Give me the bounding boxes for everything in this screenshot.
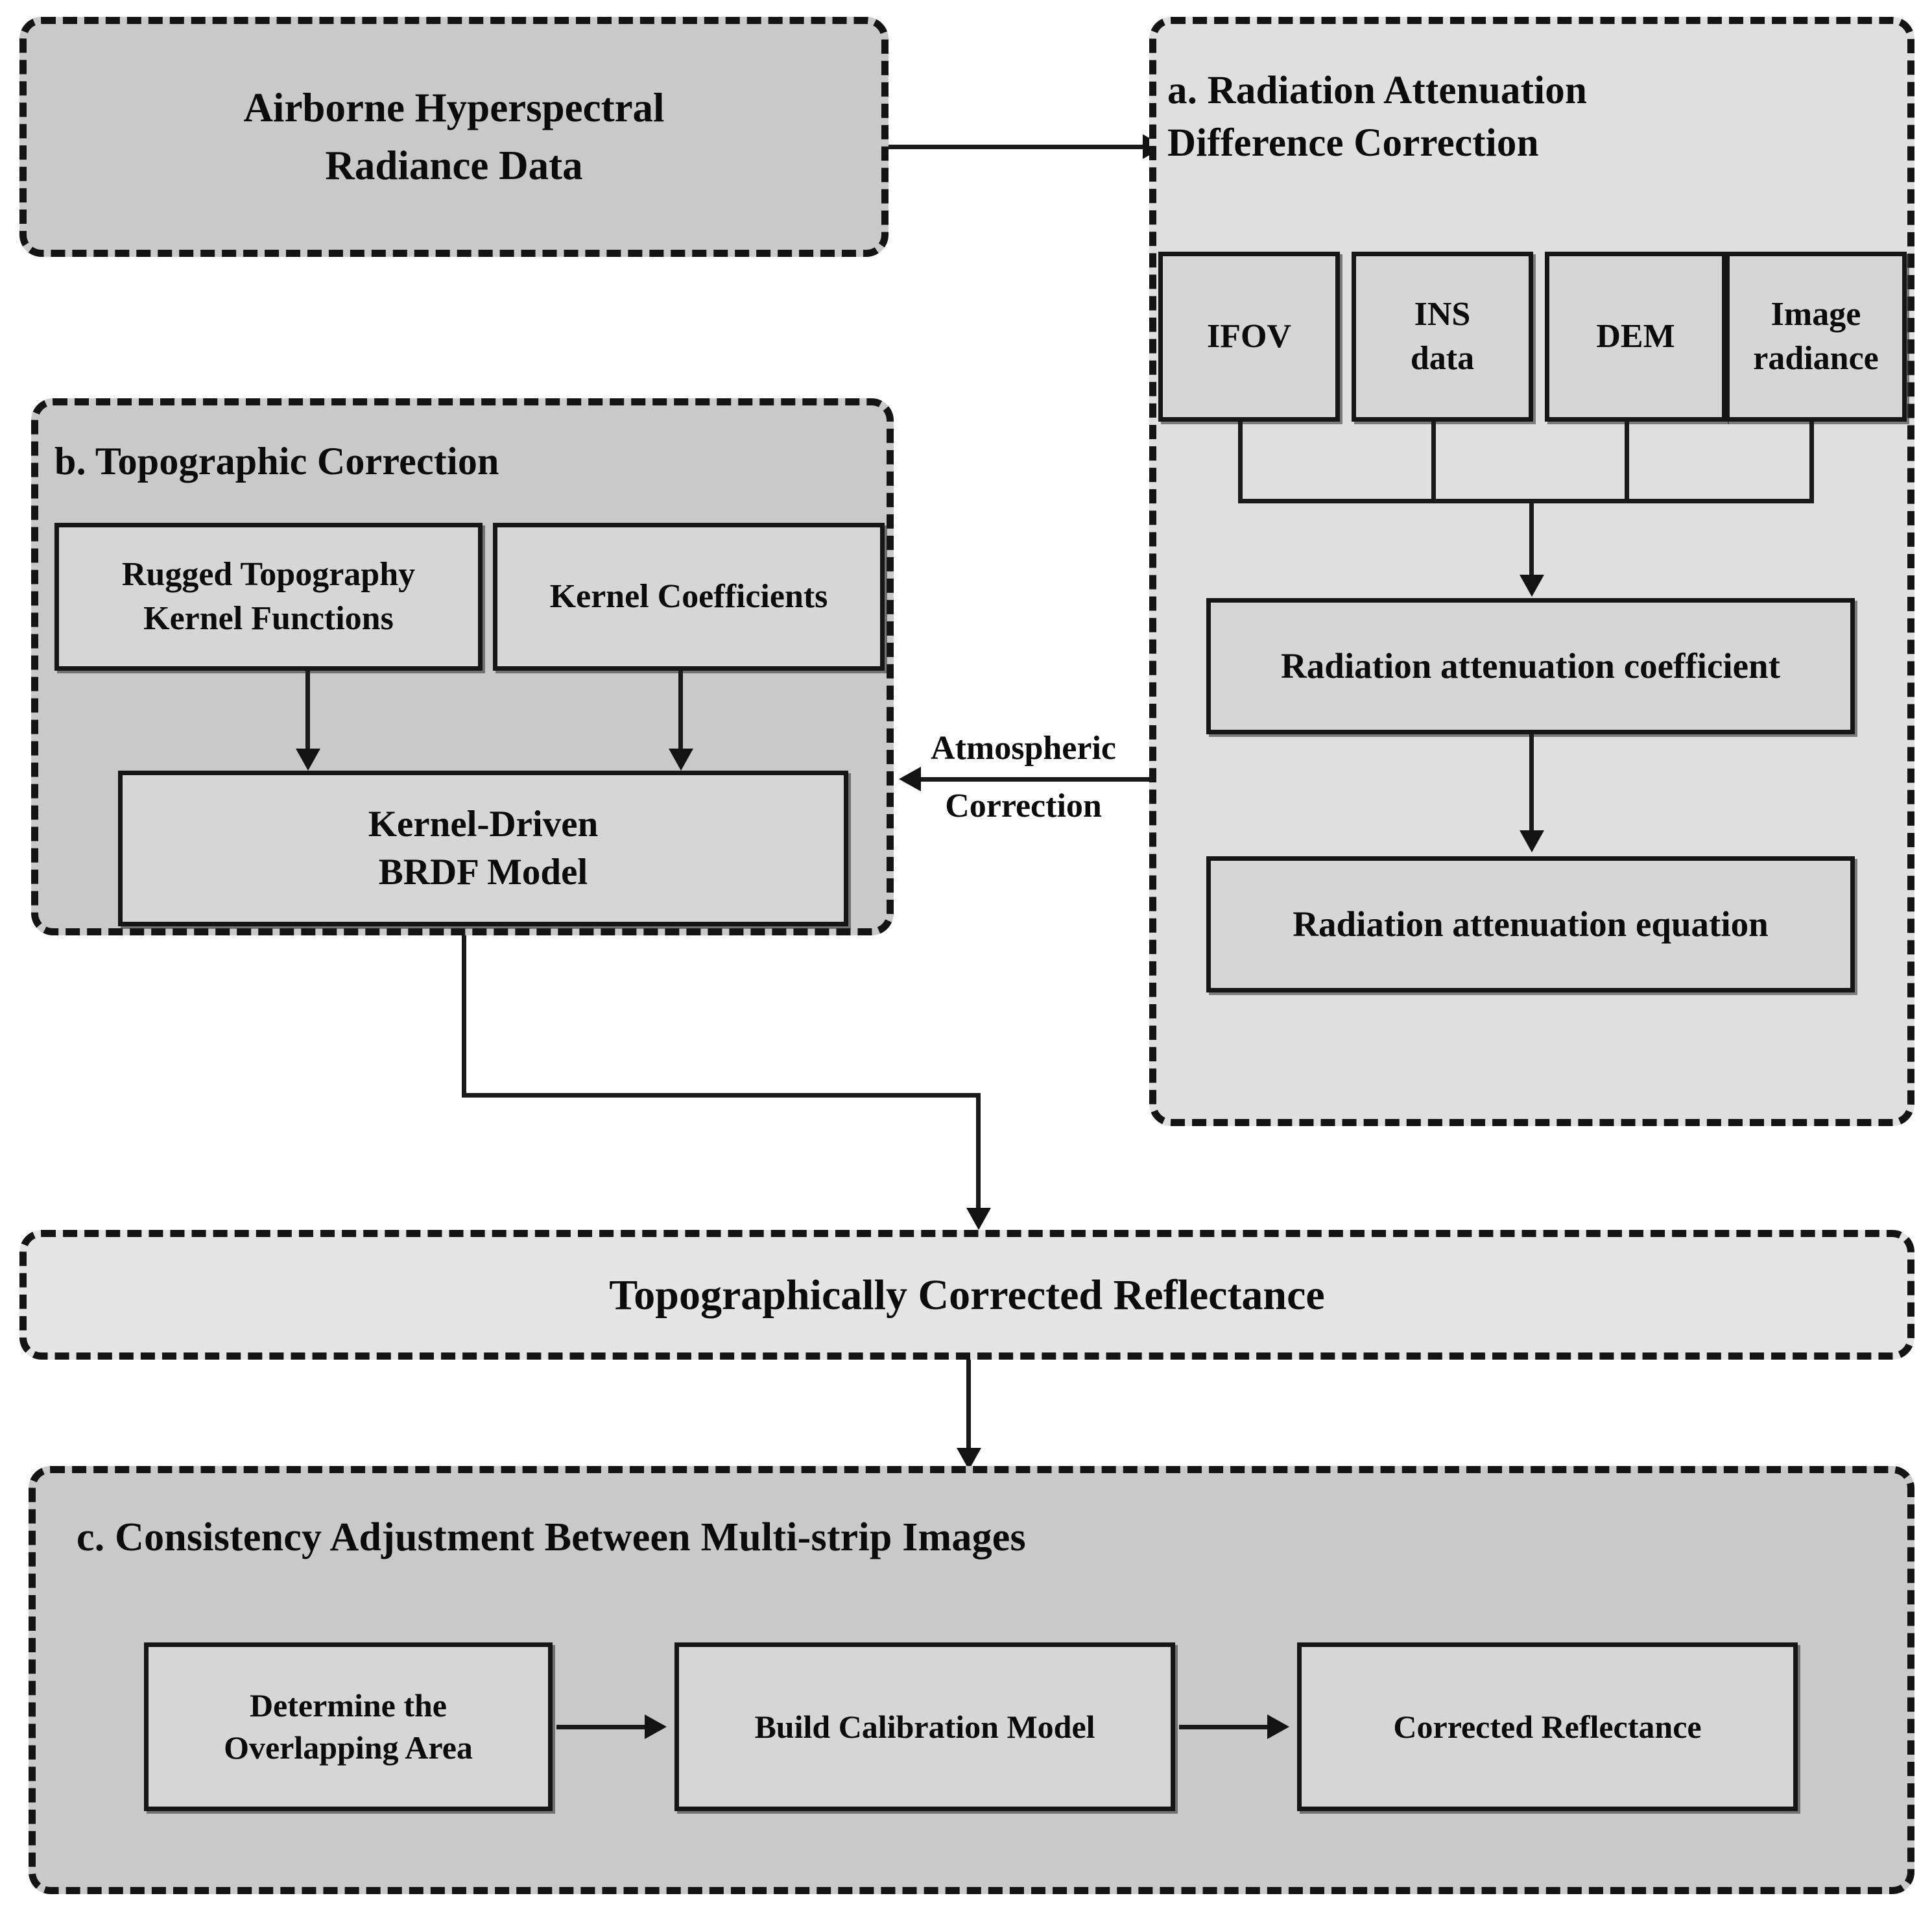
box-rugged-topography-kernel-functions: Rugged Topography Kernel Functions — [54, 523, 483, 671]
panel-a-title-line2: Difference Correction — [1167, 121, 1539, 165]
box-ifov-label: IFOV — [1207, 318, 1291, 355]
edge-label-atmospheric-correction-line2: Correction — [945, 787, 1102, 825]
box-image-radiance: Image radiance — [1725, 252, 1907, 422]
input-label-line2: Radiance Data — [325, 143, 583, 188]
panel-a-title-line1: a. Radiation Attenuation — [1167, 69, 1588, 112]
edge-rugged-to-brdf — [305, 671, 310, 756]
box-dem: DEM — [1545, 252, 1726, 422]
edge-coefficient-to-equation — [1529, 734, 1534, 838]
box-radiation-attenuation-coefficient-label: Radiation attenuation coefficient — [1281, 646, 1780, 686]
box-build-calibration-model-label: Build Calibration Model — [754, 1708, 1095, 1745]
edge-image-radiance-stub — [1809, 422, 1814, 503]
edge-atmospheric-correction-line — [921, 777, 1151, 782]
box-kernel-driven-brdf-model: Kernel-Driven BRDF Model — [118, 771, 848, 926]
box-ins-data-line1: INS — [1414, 296, 1471, 333]
edge-panel-b-to-banner-arrowhead — [966, 1208, 991, 1230]
box-rugged-topography-line1: Rugged Topography — [121, 556, 416, 594]
box-kernel-coefficients: Kernel Coefficients — [493, 523, 885, 671]
edge-dem-stub — [1625, 422, 1629, 503]
panel-a-title: a. Radiation Attenuation Difference Corr… — [1167, 65, 1855, 169]
box-dem-label: DEM — [1596, 318, 1675, 355]
edge-panel-a-merge-down — [1529, 499, 1534, 579]
node-airborne-hyperspectral-radiance-data: Airborne Hyperspectral Radiance Data — [19, 17, 888, 257]
box-rugged-topography-line2: Kernel Functions — [143, 600, 394, 637]
box-radiation-attenuation-equation: Radiation attenuation equation — [1206, 856, 1855, 992]
box-build-calibration-model: Build Calibration Model — [674, 1642, 1175, 1811]
banner-label: Topographically Corrected Reflectance — [609, 1271, 1325, 1319]
box-radiation-attenuation-coefficient: Radiation attenuation coefficient — [1206, 598, 1855, 734]
edge-panel-a-merge-arrowhead — [1520, 575, 1544, 597]
box-image-radiance-line2: radiance — [1753, 340, 1879, 377]
box-kernel-coefficients-label: Kernel Coefficients — [549, 578, 828, 616]
edge-build-to-corrected — [1179, 1725, 1271, 1729]
box-determine-overlap-line1: Determine the — [249, 1687, 447, 1724]
box-brdf-line1: Kernel-Driven — [368, 803, 599, 845]
edge-banner-to-panel-c — [966, 1360, 971, 1463]
edge-panel-b-to-banner-seg3 — [976, 1093, 981, 1220]
edge-panel-b-to-banner-seg2 — [462, 1093, 981, 1098]
edge-determine-to-build — [556, 1725, 649, 1729]
box-determine-the-overlapping-area: Determine the Overlapping Area — [144, 1642, 553, 1811]
box-corrected-reflectance: Corrected Reflectance — [1297, 1642, 1798, 1811]
edge-coefficient-to-equation-arrowhead — [1520, 830, 1544, 852]
panel-b-title: b. Topographic Correction — [54, 440, 499, 483]
node-topographically-corrected-reflectance: Topographically Corrected Reflectance — [19, 1230, 1914, 1360]
edge-kernel-coefficients-to-brdf-arrowhead — [669, 749, 693, 771]
box-ins-data: INS data — [1352, 252, 1533, 422]
edge-input-to-panel-a — [888, 145, 1148, 149]
edge-build-to-corrected-arrowhead — [1267, 1714, 1289, 1739]
input-label-line1: Airborne Hyperspectral — [243, 84, 665, 130]
box-brdf-line2: BRDF Model — [378, 852, 588, 893]
edge-rugged-to-brdf-arrowhead — [296, 749, 320, 771]
box-ifov: IFOV — [1158, 252, 1340, 422]
edge-atmospheric-correction-arrowhead — [899, 767, 921, 791]
edge-label-atmospheric-correction-line1: Atmospheric — [931, 730, 1116, 767]
edge-panel-a-merge-bar — [1238, 499, 1814, 503]
box-image-radiance-line1: Image — [1771, 296, 1861, 333]
box-determine-overlap-line2: Overlapping Area — [224, 1729, 473, 1766]
box-ins-data-line2: data — [1410, 340, 1475, 377]
edge-label-atmospheric-correction: Atmospheric Correction — [894, 728, 1153, 827]
edge-kernel-coefficients-to-brdf — [678, 671, 683, 756]
edge-determine-to-build-arrowhead — [645, 1714, 667, 1739]
panel-c-title: c. Consistency Adjustment Between Multi-… — [77, 1515, 1026, 1559]
edge-panel-b-to-banner-seg1 — [462, 935, 466, 1098]
box-radiation-attenuation-equation-label: Radiation attenuation equation — [1293, 904, 1769, 944]
edge-ins-data-stub — [1431, 422, 1436, 503]
edge-ifov-stub — [1238, 422, 1243, 503]
box-corrected-reflectance-label: Corrected Reflectance — [1393, 1708, 1702, 1745]
